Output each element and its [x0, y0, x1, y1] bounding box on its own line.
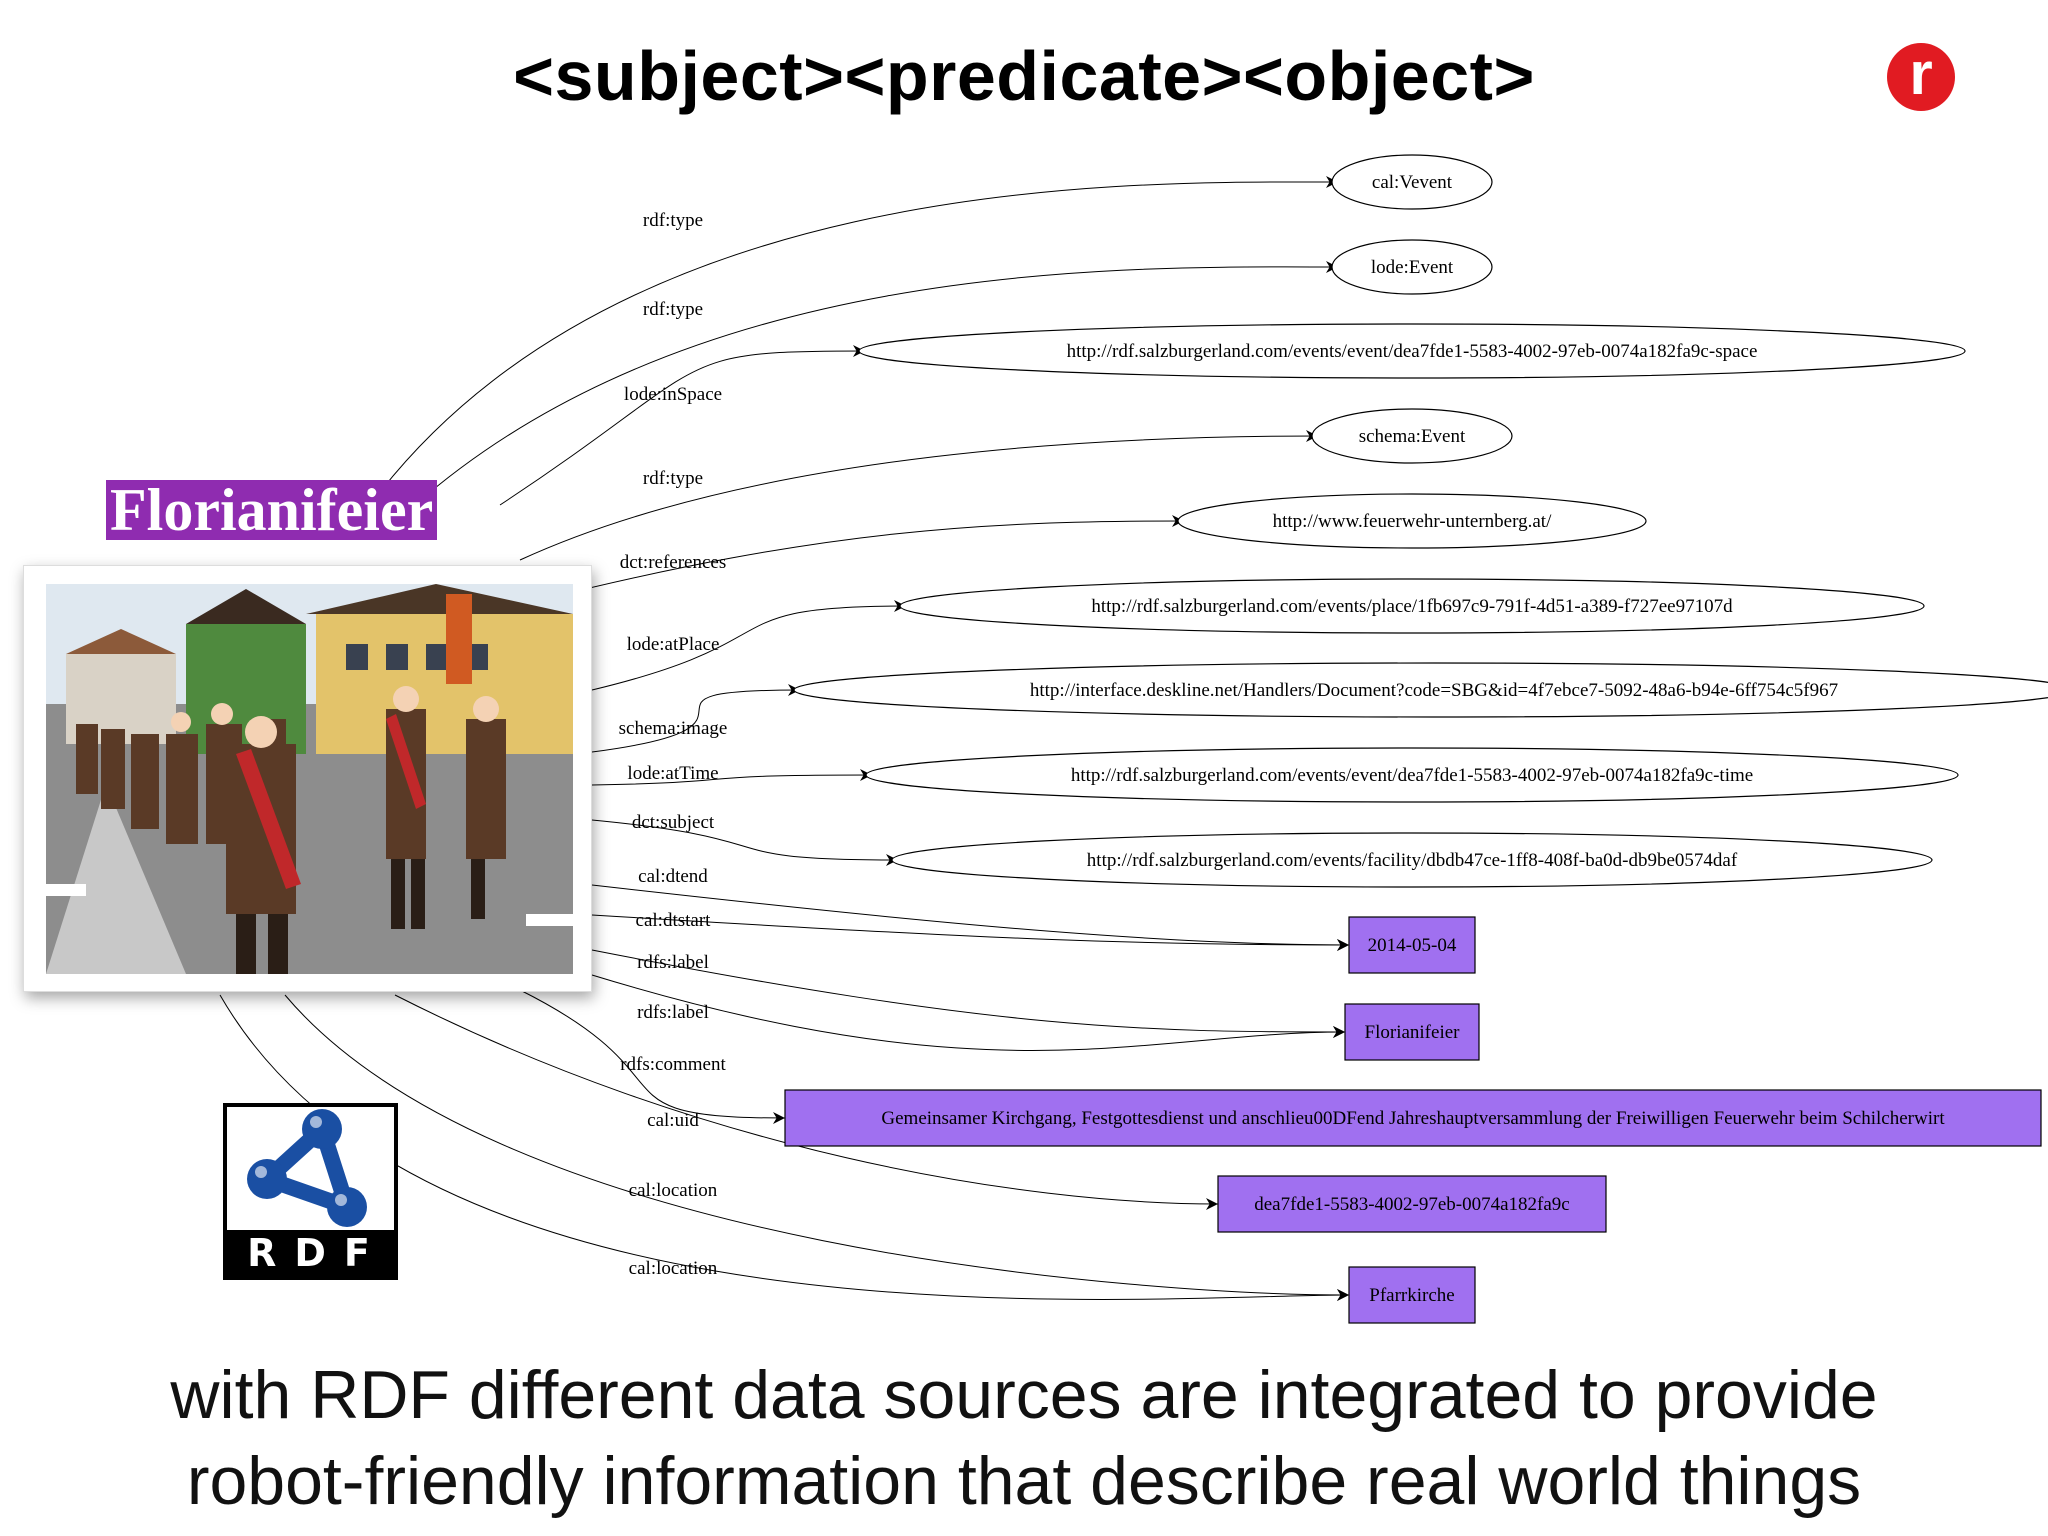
- slide-title: <subject><predicate><object>: [513, 37, 1535, 115]
- predicate-edge: [591, 684, 801, 753]
- predicate-label: dct:subject: [632, 812, 715, 833]
- node-label: http://rdf.salzburgerland.com/events/eve…: [1071, 765, 1753, 786]
- uri-node: [1311, 408, 1513, 464]
- node-label: http://rdf.salzburgerland.com/events/pla…: [1091, 596, 1733, 617]
- predicate-edge: [519, 430, 1319, 561]
- node-label: lode:Event: [1371, 257, 1454, 278]
- uri-node: [1177, 493, 1647, 549]
- predicate-label: lode:inSpace: [624, 384, 722, 405]
- uri-node: [1331, 239, 1493, 295]
- uri-node: [858, 323, 1966, 379]
- literal-node: [1344, 1003, 1480, 1061]
- predicate-edge: [591, 769, 873, 786]
- literal-node: [1217, 1175, 1607, 1233]
- node-label: dea7fde1-5583-4002-97eb-0074a182fa9c: [1254, 1194, 1570, 1215]
- node-label: schema:Event: [1359, 426, 1466, 447]
- predicate-label: cal:dtend: [638, 866, 708, 887]
- predicate-label: rdf:type: [643, 210, 703, 231]
- predicate-edge: [591, 884, 1350, 951]
- literal-node: [1348, 916, 1476, 974]
- subject-photo: [23, 565, 592, 992]
- predicate-edge: [591, 949, 1346, 1038]
- predicate-label: cal:location: [629, 1180, 718, 1201]
- node-label: cal:Vevent: [1372, 172, 1453, 193]
- predicate-edge: [519, 989, 786, 1124]
- node-label: http://www.feuerwehr-unternberg.at/: [1273, 511, 1552, 532]
- node-label: http://rdf.salzburgerland.com/events/fac…: [1087, 850, 1738, 871]
- node-label: http://interface.deskline.net/Handlers/D…: [1030, 680, 1838, 701]
- predicate-label: dct:references: [620, 552, 727, 573]
- uri-node: [891, 832, 1933, 888]
- predicate-label: lode:atTime: [627, 763, 718, 784]
- predicate-edge: [591, 974, 1346, 1051]
- node-label: 2014-05-04: [1368, 935, 1457, 956]
- predicate-label: rdf:type: [643, 299, 703, 320]
- caption-line-1: with RDF different data sources are inte…: [170, 1357, 1878, 1433]
- predicate-edge: [591, 600, 907, 691]
- predicate-label: rdfs:label: [637, 952, 709, 973]
- predicate-edge: [414, 260, 1339, 506]
- node-label: Gemeinsamer Kirchgang, Festgottesdienst …: [881, 1108, 1945, 1129]
- subject-label: Florianifeier: [106, 480, 438, 540]
- node-label: Florianifeier: [1365, 1022, 1461, 1043]
- caption: with RDF different data sources are inte…: [0, 1352, 2048, 1524]
- predicate-edge: [394, 994, 1219, 1210]
- predicate-edge: [539, 515, 1185, 601]
- rdf-molecule-icon: [247, 1109, 367, 1227]
- predicate-label: rdfs:label: [637, 1002, 709, 1023]
- predicate-label: cal:dtstart: [636, 910, 712, 931]
- predicate-label: cal:location: [629, 1258, 718, 1279]
- uri-node: [1331, 154, 1493, 210]
- predicate-label: lode:atPlace: [627, 634, 720, 655]
- predicate-edge: [284, 994, 1350, 1301]
- caption-line-2: robot-friendly information that describe…: [186, 1443, 1862, 1519]
- r-logo-icon: r: [1887, 43, 1955, 111]
- predicate-edge: [591, 819, 899, 866]
- literal-node: [784, 1089, 2042, 1147]
- uri-node: [865, 747, 1959, 803]
- predicate-edge: [369, 175, 1339, 506]
- rdf-logo-text: RDF: [227, 1230, 394, 1276]
- predicate-label: schema:image: [619, 718, 728, 739]
- predicate-edge: [591, 914, 1350, 951]
- uri-node: [793, 662, 2048, 718]
- predicate-label: rdfs:comment: [620, 1054, 726, 1075]
- node-label: Pfarrkirche: [1369, 1285, 1454, 1306]
- parade-photo: [46, 584, 573, 974]
- predicate-edge: [499, 345, 866, 506]
- predicate-label: cal:uid: [647, 1110, 699, 1131]
- rdf-logo: RDF: [223, 1103, 398, 1280]
- uri-node: [899, 578, 1925, 634]
- predicate-label: rdf:type: [643, 468, 703, 489]
- literal-node: [1348, 1266, 1476, 1324]
- node-label: http://rdf.salzburgerland.com/events/eve…: [1067, 341, 1758, 362]
